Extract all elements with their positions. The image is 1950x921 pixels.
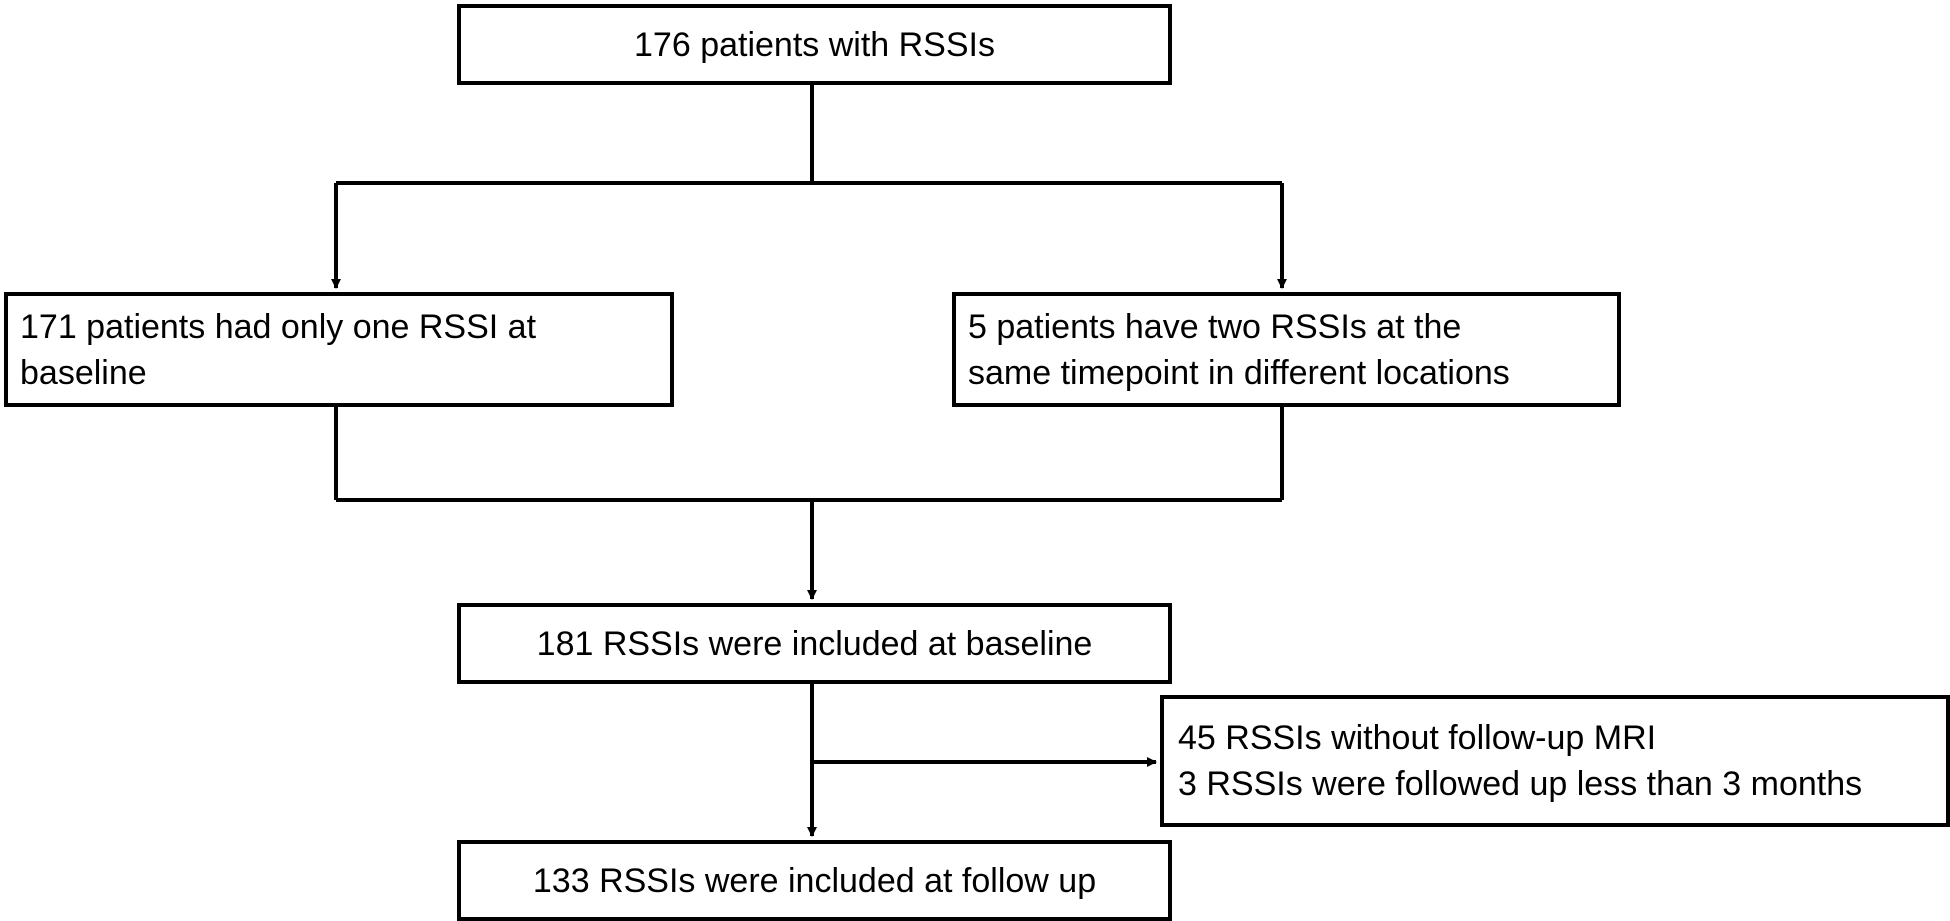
single-rssi-line-1: 171 patients had only one RSSI at <box>20 307 537 346</box>
baseline-included-box: 181 RSSIs were included at baseline <box>457 603 1172 684</box>
double-rssi-line-2: same timepoint in different locations <box>968 353 1510 392</box>
start-box: 176 patients with RSSIs <box>457 4 1172 85</box>
followup-included-label: 133 RSSIs were included at follow up <box>532 861 1097 900</box>
start-label: 176 patients with RSSIs <box>634 25 995 64</box>
excluded-line-2: 3 RSSIs were followed up less than 3 mon… <box>1178 765 1863 803</box>
double-rssi-box: 5 patients have two RSSIs at the same ti… <box>952 292 1621 407</box>
baseline-included-label: 181 RSSIs were included at baseline <box>536 624 1093 663</box>
double-rssi-line-1: 5 patients have two RSSIs at the <box>968 307 1462 346</box>
followup-included-box: 133 RSSIs were included at follow up <box>457 840 1172 921</box>
excluded-line-1: 45 RSSIs without follow-up MRI <box>1178 719 1657 757</box>
single-rssi-box: 171 patients had only one RSSI at baseli… <box>4 292 674 407</box>
single-rssi-line-2: baseline <box>20 353 147 392</box>
excluded-box: 45 RSSIs without follow-up MRI 3 RSSIs w… <box>1160 695 1950 827</box>
